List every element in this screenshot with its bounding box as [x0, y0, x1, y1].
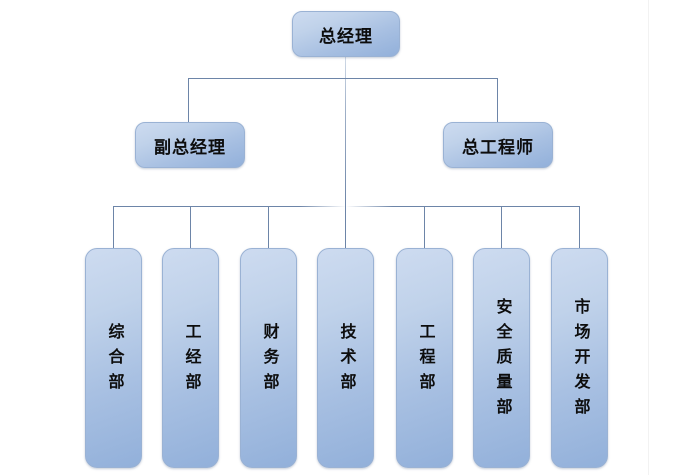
node-label-chief-engineer: 总工程师 — [462, 137, 534, 157]
node-deputy-general-manager[interactable]: 副总经理 — [135, 122, 245, 168]
connector-drop-deputy-general-manager — [188, 78, 189, 122]
node-label-safety-quality-department: 安全质量部 — [493, 297, 511, 423]
node-label-industrial-economics-department: 工经部 — [182, 322, 200, 398]
connector-drop-engineering-department — [424, 206, 425, 248]
node-safety-quality-department[interactable]: 安全质量部 — [473, 248, 530, 468]
node-label-engineering-department: 工程部 — [416, 322, 434, 398]
connector-drop-chief-engineer — [497, 78, 498, 122]
node-industrial-economics-department[interactable]: 工经部 — [162, 248, 219, 468]
connector-drop-finance-department — [268, 206, 269, 248]
connector-level2-bus — [113, 206, 579, 207]
connector-drop-general-affairs-department — [113, 206, 114, 248]
node-finance-department[interactable]: 财务部 — [240, 248, 297, 468]
node-market-development-department[interactable]: 市场开发部 — [551, 248, 608, 468]
node-label-general-affairs-department: 综合部 — [105, 322, 123, 398]
node-label-deputy-general-manager: 副总经理 — [154, 137, 226, 157]
node-label-general-manager: 总经理 — [319, 26, 373, 46]
node-general-affairs-department[interactable]: 综合部 — [85, 248, 142, 468]
node-general-manager[interactable]: 总经理 — [292, 11, 400, 57]
node-label-market-development-department: 市场开发部 — [571, 297, 589, 423]
node-technology-department[interactable]: 技术部 — [317, 248, 374, 468]
connector-root-trunk — [345, 57, 346, 207]
connector-drop-technology-department — [345, 206, 346, 248]
page-margin-guide — [648, 0, 649, 475]
node-chief-engineer[interactable]: 总工程师 — [443, 122, 553, 168]
connector-level1-bus — [188, 78, 498, 79]
node-engineering-department[interactable]: 工程部 — [396, 248, 453, 468]
node-label-finance-department: 财务部 — [260, 322, 278, 398]
connector-drop-safety-quality-department — [501, 206, 502, 248]
node-label-technology-department: 技术部 — [337, 322, 355, 398]
connector-drop-market-development-department — [579, 206, 580, 248]
connector-drop-industrial-economics-department — [190, 206, 191, 248]
